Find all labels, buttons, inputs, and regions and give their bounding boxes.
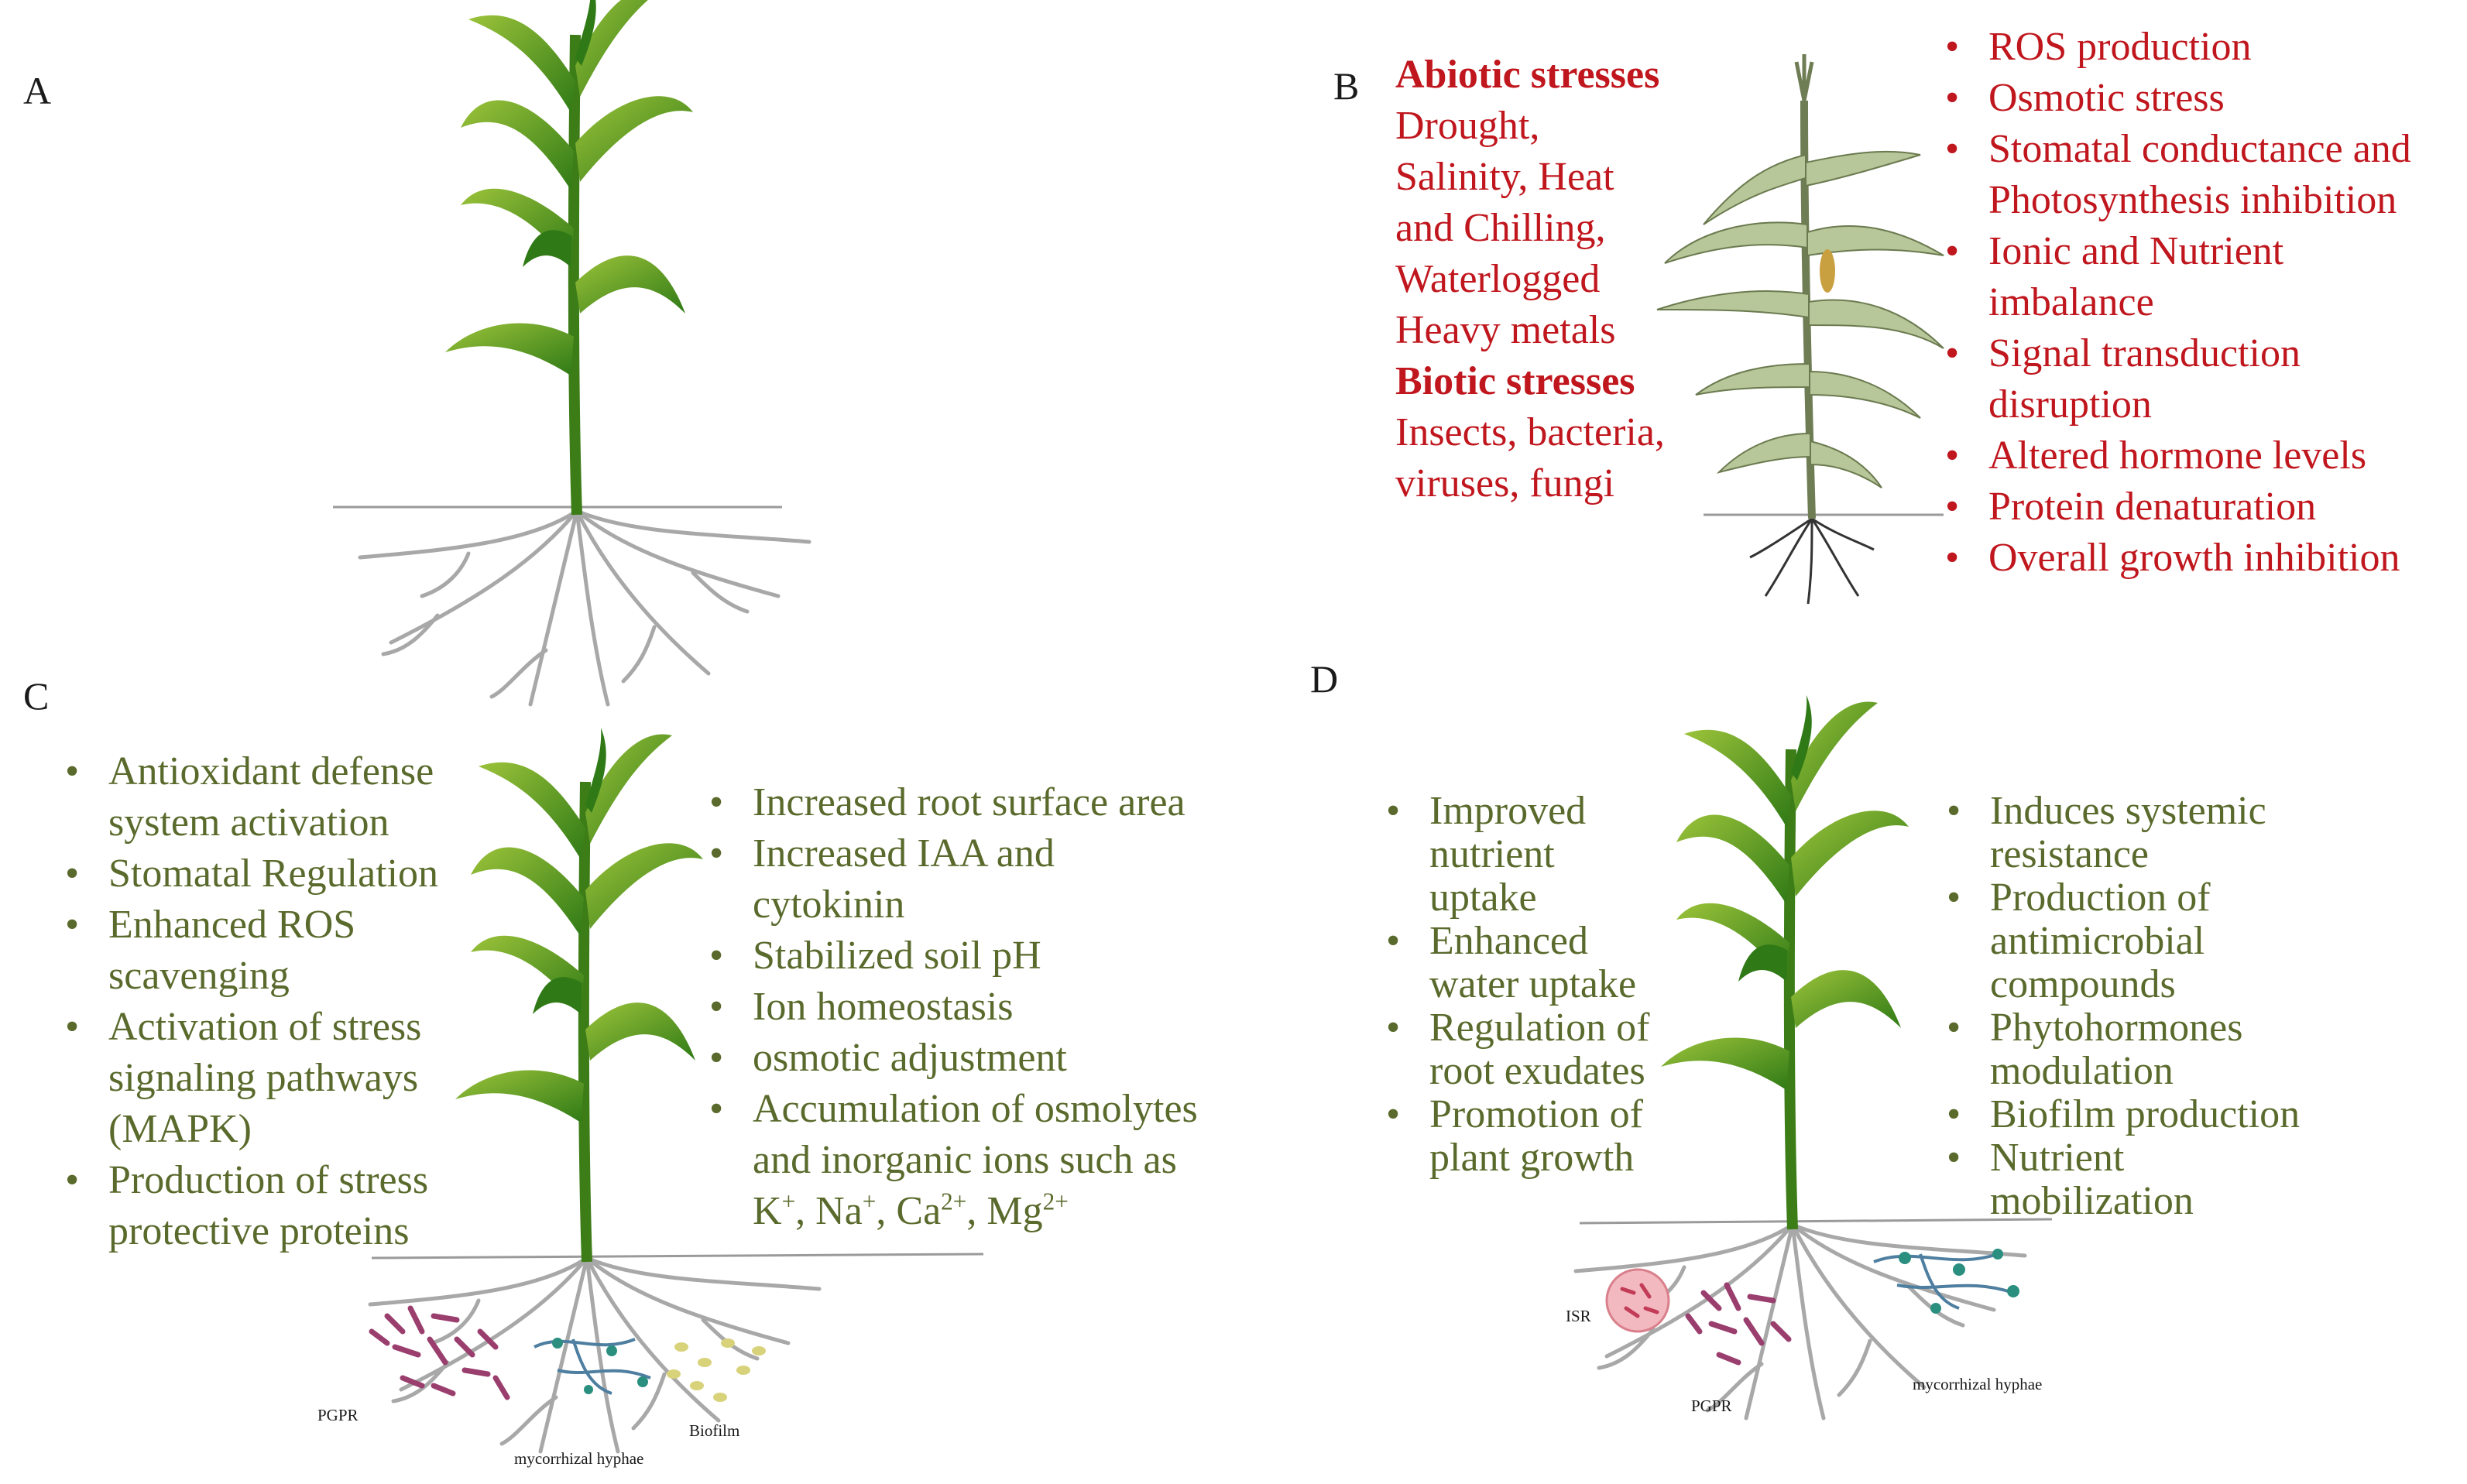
defense-item: Nutrient bbox=[1947, 1136, 2300, 1181]
ion-k: K bbox=[753, 1189, 782, 1233]
effect-item: ROS production bbox=[1945, 22, 2411, 73]
microbe-effect-item-cont: cytokinin bbox=[753, 883, 905, 927]
abiotic-item: Waterlogged bbox=[1395, 257, 1601, 301]
benefit-item-cont: plant growth bbox=[1429, 1136, 1635, 1180]
pgpr-plant-benefits-list: Improved nutrient uptake Enhanced water … bbox=[1386, 790, 1650, 1180]
stressed-maize-illustration bbox=[1656, 54, 1944, 605]
ion-ca-charge: 2+ bbox=[941, 1188, 967, 1215]
benefit-item: Promotion of bbox=[1386, 1093, 1650, 1137]
effect-item-cont: Photosynthesis inhibition bbox=[1988, 178, 2397, 222]
pgpr-label-c: PGPR bbox=[317, 1406, 359, 1424]
response-item: Antioxidant defense bbox=[65, 746, 438, 797]
benefit-item-cont: uptake bbox=[1429, 876, 1537, 920]
microbe-effect-item: Increased root surface area bbox=[709, 777, 1198, 828]
response-item: Production of stress bbox=[65, 1155, 438, 1206]
defense-item: Phytohormones bbox=[1947, 1006, 2300, 1050]
pgpr-defense-list: Induces systemic resistance Production o… bbox=[1947, 790, 2300, 1223]
abiotic-heading: Abiotic stresses bbox=[1395, 53, 1660, 97]
benefit-item-cont: nutrient bbox=[1429, 832, 1555, 876]
effect-item-cont: disruption bbox=[1988, 382, 2152, 427]
effect-item-cont: imbalance bbox=[1988, 280, 2154, 324]
stress-effects-list: ROS production Osmotic stress Stomatal c… bbox=[1945, 22, 2411, 584]
isr-label: ISR bbox=[1566, 1307, 1591, 1325]
ion-ca: Ca bbox=[896, 1189, 942, 1233]
panel-label-a: A bbox=[23, 69, 52, 112]
ion-k-charge: + bbox=[781, 1188, 796, 1215]
ion-na: Na bbox=[815, 1189, 863, 1233]
biotic-heading: Biotic stresses bbox=[1395, 359, 1635, 403]
defense-item: Biofilm production bbox=[1947, 1093, 2300, 1137]
defense-item: Production of bbox=[1947, 876, 2300, 920]
plant-c-illustration bbox=[370, 728, 984, 1451]
effect-item: Altered hormone levels bbox=[1945, 430, 2411, 482]
hyphae-label-d: mycorrhizal hyphae bbox=[1913, 1375, 2043, 1393]
benefit-item: Enhanced bbox=[1386, 920, 1650, 964]
response-item: Activation of stress bbox=[65, 1002, 438, 1053]
effect-item: Protein denaturation bbox=[1945, 482, 2411, 533]
panel-label-d: D bbox=[1310, 657, 1339, 701]
effect-item: Ionic and Nutrient bbox=[1945, 226, 2411, 277]
biofilm-label: Biofilm bbox=[689, 1421, 740, 1440]
abiotic-item: Heavy metals bbox=[1395, 308, 1616, 352]
benefit-item-cont: root exudates bbox=[1429, 1049, 1645, 1093]
biotic-item: viruses, fungi bbox=[1395, 461, 1615, 506]
benefit-item: Regulation of bbox=[1386, 1006, 1650, 1050]
defense-item-cont: compounds bbox=[1990, 962, 2176, 1006]
microbe-effect-item: Ion homeostasis bbox=[709, 982, 1198, 1033]
panel-label-c: C bbox=[23, 674, 50, 718]
benefit-item-cont: water uptake bbox=[1429, 962, 1637, 1006]
abiotic-item: and Chilling, bbox=[1395, 206, 1606, 250]
microbe-effect-item: Increased IAA and bbox=[709, 828, 1198, 879]
ion-na-charge: + bbox=[862, 1188, 877, 1215]
pgpr-label-d: PGPR bbox=[1691, 1397, 1732, 1415]
effect-item: Overall growth inhibition bbox=[1945, 533, 2411, 584]
ion-mg: Mg bbox=[986, 1189, 1043, 1233]
effect-item: Osmotic stress bbox=[1945, 73, 2411, 124]
ions-line: K+, Na+, Ca2+, Mg2+ bbox=[753, 1188, 1069, 1233]
response-item-cont: scavenging bbox=[108, 954, 290, 998]
biotic-item: Insects, bacteria, bbox=[1395, 410, 1665, 454]
effect-item: Stomatal conductance and bbox=[1945, 124, 2411, 175]
ion-mg-charge: 2+ bbox=[1042, 1188, 1069, 1215]
defense-item-cont: resistance bbox=[1990, 832, 2150, 876]
stress-causes: Abiotic stresses Drought, Salinity, Heat… bbox=[1395, 50, 1665, 509]
hyphae-label-c: mycorrhizal hyphae bbox=[514, 1449, 644, 1468]
microbe-effect-item: Accumulation of osmolytes bbox=[709, 1084, 1198, 1135]
response-item-cont: protective proteins bbox=[108, 1209, 410, 1253]
defense-item: Induces systemic bbox=[1947, 790, 2300, 834]
microbe-effect-item-cont: and inorganic ions such as bbox=[753, 1138, 1177, 1182]
benefit-item: Improved bbox=[1386, 790, 1650, 834]
response-item: Stomatal Regulation bbox=[65, 848, 438, 900]
response-item-cont: (MAPK) bbox=[108, 1107, 252, 1151]
plant-d-illustration bbox=[1576, 695, 2053, 1418]
panel-label-b: B bbox=[1333, 64, 1360, 108]
abiotic-item: Salinity, Heat bbox=[1395, 155, 1614, 199]
microbe-effect-item: Stabilized soil pH bbox=[709, 930, 1198, 982]
microbe-effects-list: Increased root surface area Increased IA… bbox=[709, 777, 1198, 1237]
abiotic-item: Drought, bbox=[1395, 104, 1540, 148]
defense-item-cont: modulation bbox=[1990, 1049, 2174, 1093]
defense-item-cont: antimicrobial bbox=[1990, 919, 2205, 963]
plant-responses-list: Antioxidant defense system activation St… bbox=[65, 746, 438, 1257]
plant-a-illustration bbox=[333, 0, 809, 704]
microbe-effect-item: osmotic adjustment bbox=[709, 1033, 1198, 1084]
response-item-cont: system activation bbox=[108, 800, 389, 845]
response-item: Enhanced ROS bbox=[65, 900, 438, 951]
defense-item-cont: mobilization bbox=[1990, 1179, 2194, 1223]
response-item-cont: signaling pathways bbox=[108, 1056, 419, 1100]
effect-item: Signal transduction bbox=[1945, 328, 2411, 379]
